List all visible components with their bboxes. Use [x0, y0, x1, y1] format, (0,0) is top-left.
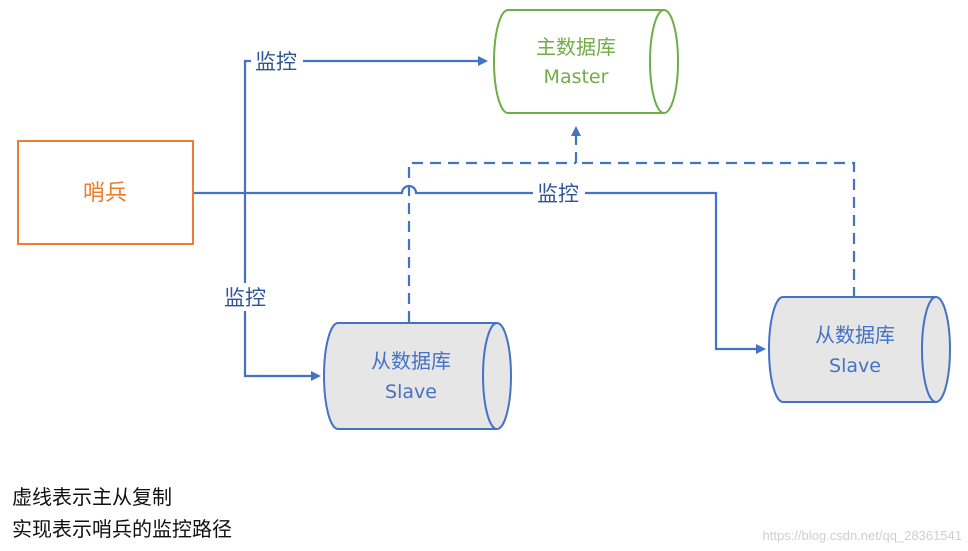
master-database-title: 主数据库 — [536, 35, 616, 59]
monitor-line-slave-right — [193, 184, 766, 354]
edge-labels: 监控 监控 监控 — [220, 46, 585, 311]
slave-database-left-subtitle: Slave — [385, 381, 437, 403]
replication-line-left — [407, 161, 576, 322]
legend-solid-line-note: 实现表示哨兵的监控路径 — [12, 517, 232, 541]
monitor-line-slave-left — [243, 193, 321, 381]
slave-database-right-subtitle: Slave — [829, 355, 881, 377]
monitor-lines — [193, 56, 766, 381]
edge-label-slave-left: 监控 — [224, 286, 266, 310]
master-database-node: 主数据库 Master — [493, 9, 679, 114]
slave-database-left-title: 从数据库 — [371, 349, 451, 373]
slave-database-right-node: 从数据库 Slave — [768, 296, 951, 403]
monitor-line-master — [243, 56, 488, 193]
slave-database-right-title: 从数据库 — [815, 323, 895, 347]
slave-database-left-cap — [482, 322, 498, 430]
master-database-cap — [649, 9, 665, 114]
edge-label-slave-right: 监控 — [537, 182, 579, 206]
sentinel-label: 哨兵 — [83, 181, 127, 206]
watermark: https://blog.csdn.net/qq_28361541 — [762, 528, 963, 543]
sentinel-node: 哨兵 — [17, 140, 194, 245]
slave-database-left-node: 从数据库 Slave — [323, 322, 512, 430]
master-database-subtitle: Master — [544, 66, 609, 88]
replication-lines — [407, 126, 856, 322]
legend-dashed-line-note: 虚线表示主从复制 — [12, 485, 172, 509]
edge-label-master: 监控 — [255, 50, 297, 74]
slave-database-right-cap — [921, 296, 937, 403]
replication-line-right — [576, 161, 856, 298]
